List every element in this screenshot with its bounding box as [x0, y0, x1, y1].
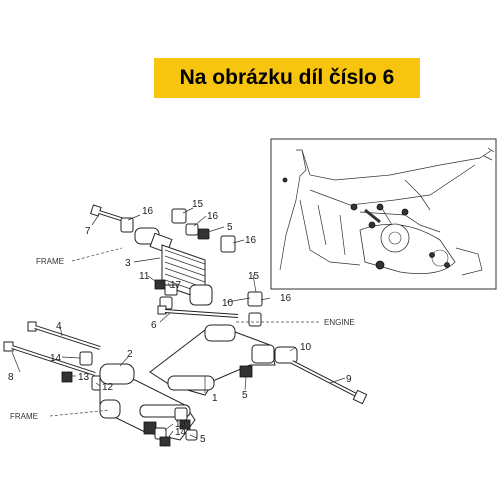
callout-16: 16 [245, 235, 257, 246]
callout-10: 10 [300, 342, 312, 353]
callout-13: 13 [175, 419, 187, 430]
leader-lines [11, 207, 346, 439]
callout-2: 2 [127, 349, 133, 360]
bolt-part-9 [291, 360, 368, 405]
banner-title: Na obrázku díl číslo 6 [179, 66, 395, 89]
callout-16: 16 [280, 293, 292, 304]
scooter-frame-inset [270, 138, 497, 290]
callout-9: 9 [346, 374, 352, 385]
bolt-part-6 [157, 305, 239, 318]
bolt-part-7 [90, 204, 125, 222]
bolt-part-8 [3, 341, 96, 376]
bushing-parts-top [120, 208, 236, 253]
callout-16: 16 [142, 206, 154, 217]
callout-4: 4 [56, 321, 62, 332]
bushing-part-10 [274, 346, 298, 364]
callout-5: 5 [200, 434, 206, 445]
callout-6: 6 [151, 320, 157, 331]
callout-8: 8 [8, 372, 14, 383]
callout-5: 5 [242, 390, 248, 401]
callout-12: 12 [102, 382, 114, 393]
callout-16: 16 [207, 211, 219, 222]
callout-14: 14 [50, 353, 62, 364]
callout-10: 10 [222, 298, 234, 309]
callout-14: 14 [175, 427, 187, 438]
callout-17: 17 [170, 280, 182, 291]
washer-parts-bottom [143, 407, 198, 447]
callout-11: 11 [139, 271, 150, 282]
nut-part-5 [239, 365, 253, 378]
title-banner: Na obrázku díl číslo 6 [154, 58, 420, 98]
callout-1: 1 [212, 393, 218, 404]
callout-3: 3 [125, 258, 131, 269]
frame-label-bottom: FRAME [10, 412, 38, 421]
callout-7: 7 [85, 226, 91, 237]
callout-13: 13 [78, 372, 90, 383]
callout-15: 15 [192, 199, 204, 210]
callout-15: 15 [248, 271, 260, 282]
engine-label: ENGINE [324, 318, 355, 327]
link-arm-part-1 [149, 324, 276, 396]
context-dash-lines [49, 247, 320, 417]
bolt-part-4 [27, 321, 101, 350]
frame-label-top: FRAME [36, 257, 64, 266]
callout-5: 5 [227, 222, 233, 233]
